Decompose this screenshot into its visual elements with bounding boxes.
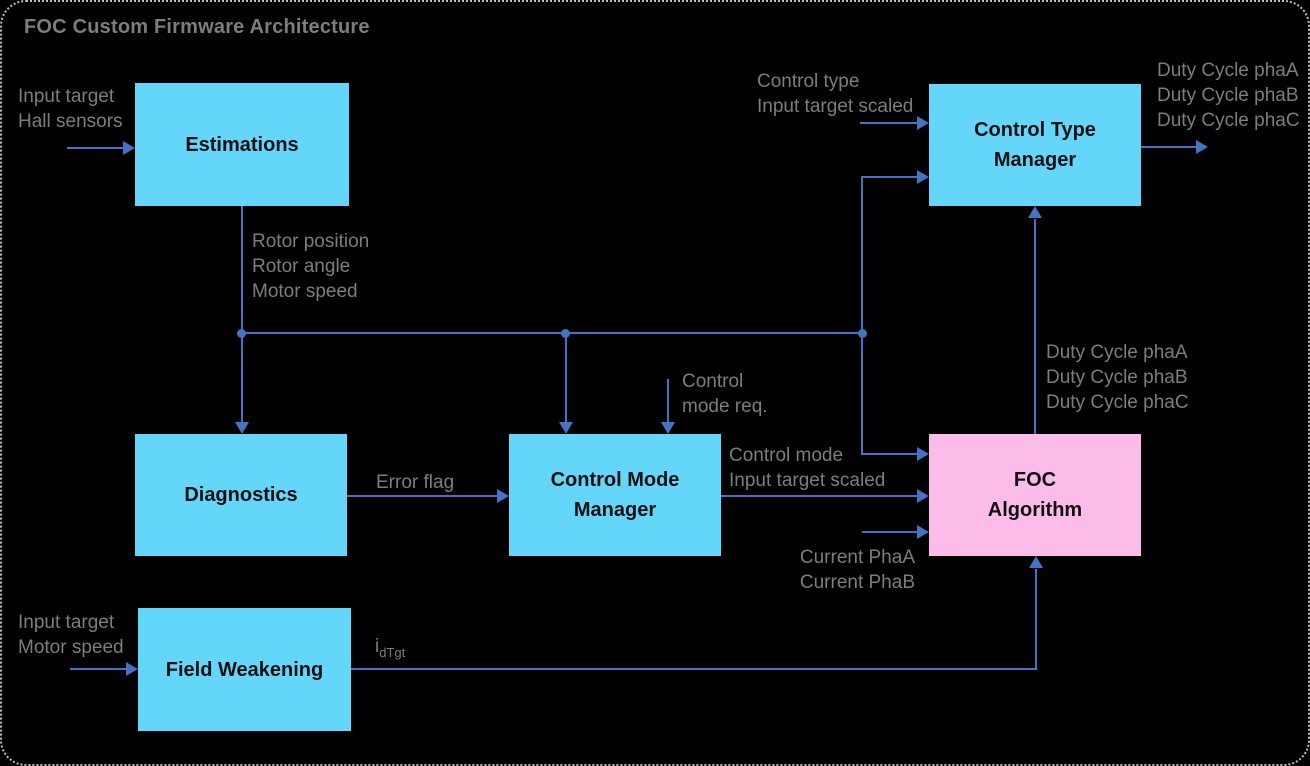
connector-control-type-manager-output [1141,146,1196,148]
label-current-phab: Current PhaB [799,572,915,593]
label-control-type-inputs: Control type Input target scaled [757,69,913,119]
node-control-mode-manager-label-line2: Manager [573,499,657,521]
arrowhead-current-inputs [917,525,929,539]
label-current-phaa: Current PhaA [799,547,915,568]
arrowhead-estimations-to-diagnostics [235,422,249,434]
label-motor-speed-bottom: Motor speed [18,637,124,658]
label-field-weakening-inputs: Input target Motor speed [18,610,124,660]
connector-bus-to-control-type-manager [861,176,917,178]
node-diagnostics-label: Diagnostics [184,484,298,506]
connector-control-type-input [860,122,917,124]
connector-error-flag [347,495,497,497]
connector-current-inputs [862,531,917,533]
arrowhead-control-mode-request [661,422,675,434]
connector-control-mode-manager-to-foc [721,495,917,497]
arrowhead-foc-to-control-type-manager [1028,206,1042,218]
diagram-title: FOC Custom Firmware Architecture [24,16,370,38]
label-control-mode-req-line2: mode req. [682,396,768,417]
node-estimations-label: Estimations [185,133,299,156]
junction-dot-left [237,329,246,338]
label-input-target-scaled-top: Input target scaled [757,96,914,117]
connector-idtgt-vertical [1035,569,1037,670]
label-control-mode-request: Control mode req. [682,369,768,419]
node-foc-algorithm-label-line2: Algorithm [987,499,1083,521]
label-idtgt-base: i [375,636,380,657]
connector-rotor-bus [241,332,864,334]
label-duty-cycle-phac-out: Duty Cycle phaC [1157,110,1300,131]
label-control-mode: Control mode [729,445,844,466]
label-input-target-bottom: Input target [18,612,115,633]
label-duty-cycle-internal: Duty Cycle phaA Duty Cycle phaB Duty Cyc… [1046,340,1189,415]
connector-estimations-to-diagnostics [241,206,243,423]
arrowhead-bus-to-control-type-manager [917,170,929,184]
label-duty-cycle-phaa-out: Duty Cycle phaA [1157,60,1299,81]
label-estimations-inputs: Input target Hall sensors [18,84,123,134]
label-estimations-outputs: Rotor position Rotor angle Motor speed [252,229,369,304]
label-error-flag: Error flag [376,470,454,495]
arrowhead-idtgt-to-foc [1029,556,1043,568]
label-input-target: Input target [18,86,115,107]
label-control-type: Control type [757,71,860,92]
label-current-inputs: Current PhaA Current PhaB [755,545,915,595]
arrowhead-error-flag [497,489,509,503]
arrowhead-control-type-input [917,116,929,130]
label-idtgt-subscript: dTgt [379,644,406,660]
arrowhead-control-mode-manager-to-foc [917,489,929,503]
label-motor-speed: Motor speed [252,281,358,302]
node-foc-algorithm: FOC Algorithm [929,434,1141,556]
label-duty-cycle-phab-out: Duty Cycle phaB [1157,85,1299,106]
label-duty-cycle-phab-mid: Duty Cycle phaB [1046,367,1188,388]
node-control-type-manager-label-line1: Control Type [974,119,1096,141]
connector-input-to-estimations [67,147,123,149]
label-error-flag-text: Error flag [376,472,455,493]
label-duty-cycle-outputs: Duty Cycle phaA Duty Cycle phaB Duty Cyc… [1157,58,1300,133]
node-diagnostics: Diagnostics [135,434,347,556]
arrowhead-bus-to-control-mode-manager [559,422,573,434]
connector-input-to-field-weakening [70,668,126,670]
node-estimations: Estimations [135,83,349,206]
label-input-target-scaled-mid: Input target scaled [729,470,886,491]
connector-foc-to-control-type-manager [1034,219,1036,434]
node-control-mode-manager-label-line1: Control Mode [550,469,680,491]
label-idtgt: idTgt [375,634,405,665]
label-hall-sensors: Hall sensors [18,111,123,132]
node-foc-algorithm-label-line1: FOC [1013,469,1057,491]
arrowhead-control-type-manager-output [1196,140,1208,154]
node-field-weakening: Field Weakening [138,608,351,731]
arrowhead-input-to-field-weakening [126,662,138,676]
label-duty-cycle-phac-mid: Duty Cycle phaC [1046,392,1189,413]
connector-idtgt-horizontal [351,668,1037,670]
node-field-weakening-label: Field Weakening [165,658,324,681]
arrowhead-input-to-estimations [123,141,135,155]
node-control-type-manager: Control Type Manager [929,84,1141,206]
label-duty-cycle-phaa-mid: Duty Cycle phaA [1046,342,1188,363]
node-control-mode-manager: Control Mode Manager [509,434,721,556]
connector-control-mode-request [667,379,669,423]
label-control-mode-req-line1: Control [682,371,744,392]
node-control-type-manager-label-line2: Manager [993,149,1077,171]
label-control-mode-outputs: Control mode Input target scaled [729,443,885,493]
connector-bus-to-control-mode-manager [565,333,567,423]
connector-bus-to-foc-algorithm [861,453,917,455]
label-rotor-angle: Rotor angle [252,256,351,277]
connector-bus-riser [861,176,863,455]
label-rotor-position: Rotor position [252,231,370,252]
arrowhead-bus-to-foc-algorithm [917,447,929,461]
